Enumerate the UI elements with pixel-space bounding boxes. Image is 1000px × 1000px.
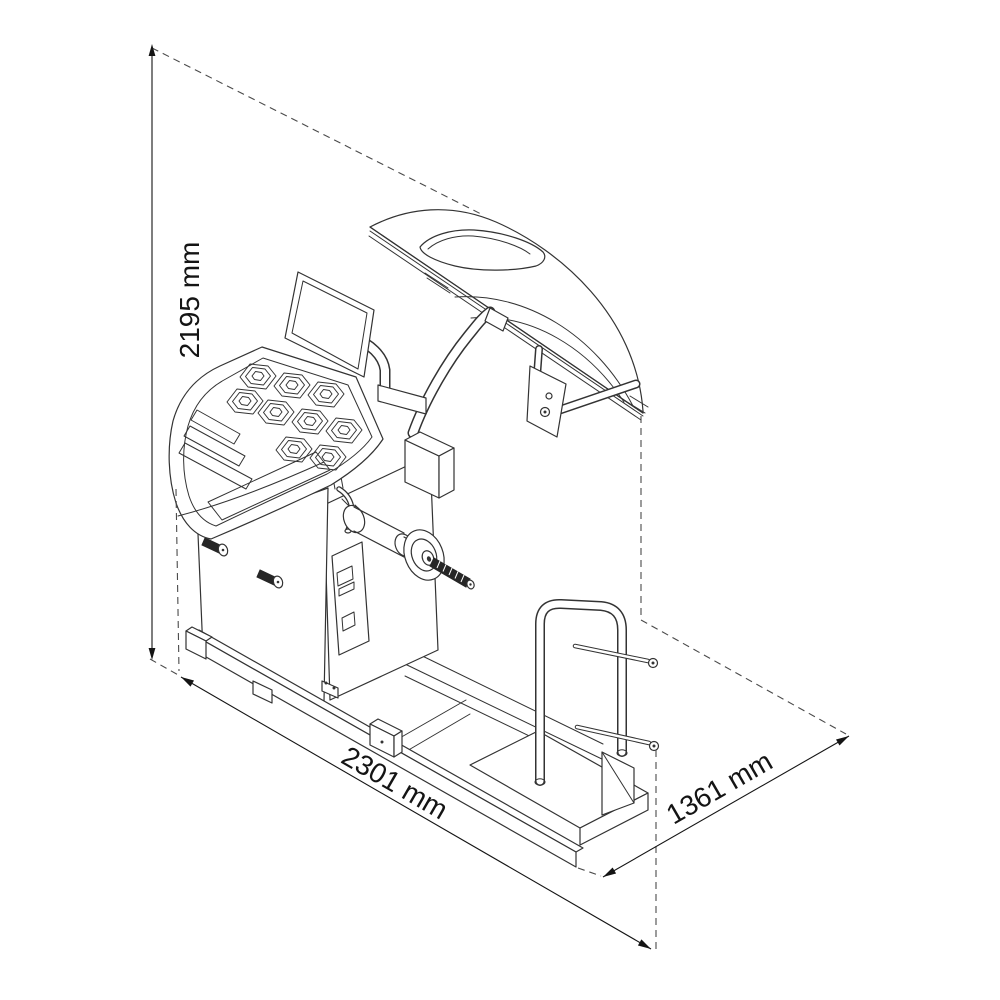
fastening-bolts (572, 643, 660, 752)
hood-rim-handle (424, 272, 451, 294)
wheel-fixing-bolts (201, 537, 284, 589)
extension-line-left (175, 488, 180, 672)
cabinet-right-face (311, 454, 475, 701)
arrow-upper-left (181, 677, 194, 687)
base-platform-rear (397, 648, 649, 846)
arrow-lower-right (637, 939, 651, 949)
weight-tray-shell (168, 346, 384, 540)
arm-mount-box (404, 431, 455, 499)
base-front-rail (185, 626, 584, 868)
spindle-shaft (342, 504, 475, 590)
arrow-upper-right (836, 736, 849, 746)
arrow-up (148, 44, 156, 56)
arrow-lower-left (603, 867, 617, 877)
monitor-assembly (284, 271, 427, 415)
monitor (284, 271, 375, 378)
rail-left-cap (185, 630, 207, 660)
hood-pivot-bracket (526, 365, 567, 438)
rear-rail-outer (407, 648, 604, 745)
arrow-down (148, 648, 156, 660)
height-dimension-label: 2195 mm (174, 242, 205, 359)
hood-rim-tip-detail (626, 395, 649, 414)
access-panel (331, 541, 370, 656)
monitor-support-beam (377, 384, 427, 415)
hood-inner-arch-outer (454, 296, 634, 407)
hood-hinge-plate (484, 307, 509, 332)
extension-line-depth-front (577, 867, 602, 877)
wheel-guard-hood (368, 209, 649, 421)
extension-line-depth-rear (640, 619, 847, 735)
side-tool-slots (178, 409, 331, 521)
height-dimension: 2195 mm (148, 44, 205, 660)
extension-line-corner (149, 658, 181, 677)
cross-beam (397, 699, 471, 756)
rail-bracket (321, 680, 339, 699)
hood-top-cutout (419, 229, 546, 271)
safety-rail (534, 598, 628, 786)
pedal-bracket (252, 680, 273, 704)
rail-junction-box (369, 718, 403, 758)
depth-dimension-label: 1361 mm (661, 745, 778, 830)
extension-line-top (151, 47, 484, 216)
front-tray-pocket (207, 451, 331, 521)
monitor-screen (291, 280, 368, 370)
